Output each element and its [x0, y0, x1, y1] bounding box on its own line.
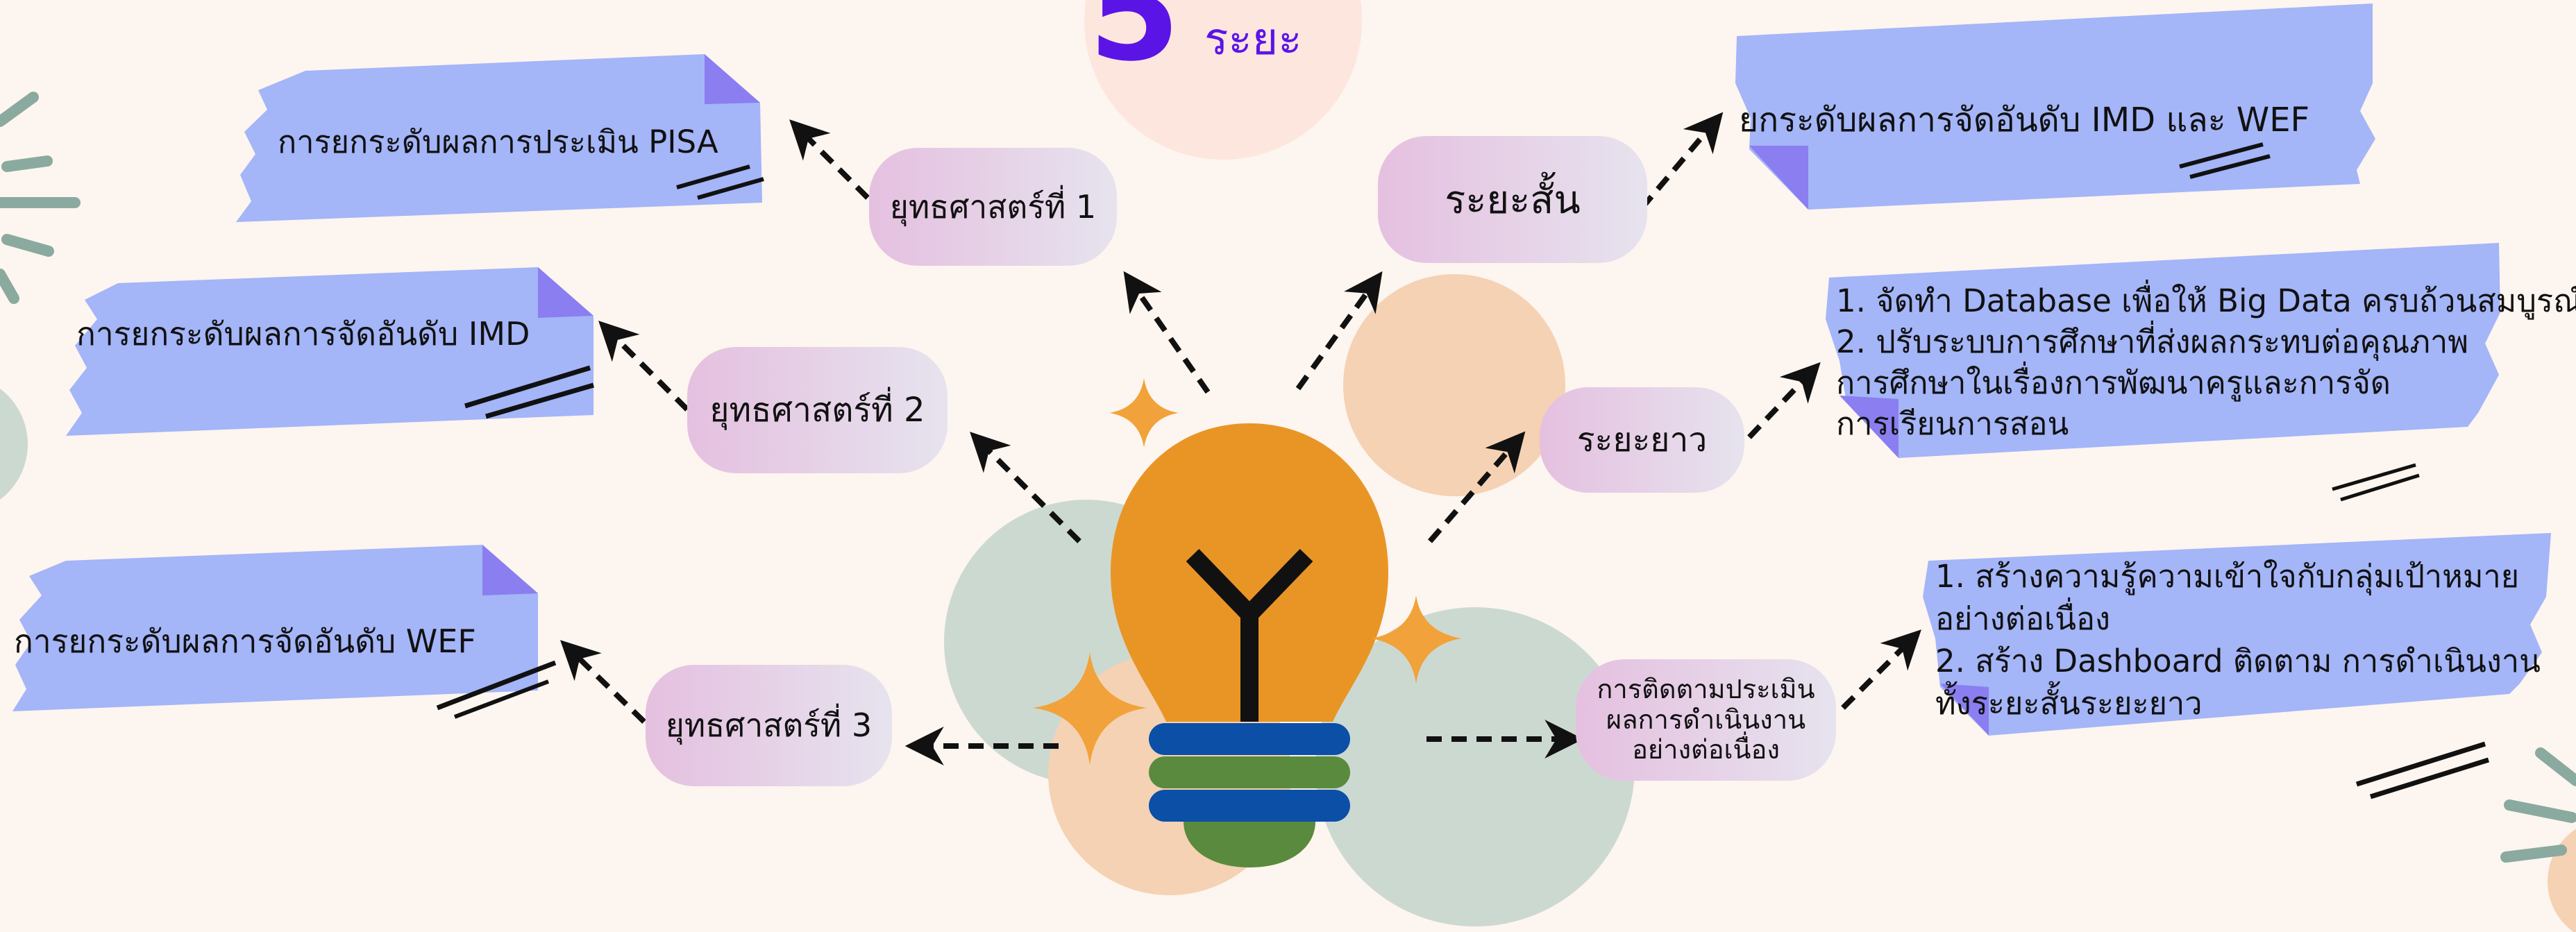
monitoring-item: 1. สร้างความรู้ความเข้าใจกับกลุ่มเป้าหมา… [1935, 558, 2520, 595]
monitoring-list: 1. สร้างความรู้ความเข้าใจกับกลุ่มเป้าหมา… [1935, 555, 2541, 725]
arrows [559, 112, 1921, 765]
short-term-label: ระยะสั้น [1445, 178, 1581, 223]
paper-note-long-term [1826, 243, 2500, 502]
arrow-icon [789, 119, 870, 200]
strategy-3-label: ยุทธศาสตร์ที่ 3 [665, 706, 873, 744]
monitoring-item: ทั้งระยะสั้นระยะยาว [1935, 685, 2203, 722]
bg-circle-sage-right [1315, 607, 1635, 926]
paper-note-pisa [236, 54, 764, 222]
sparkle-icon [1033, 652, 1147, 765]
long-term-node: ระยะยาว [1540, 387, 1744, 493]
long-term-item: การศึกษาในเรื่องการพัฒนาครูและการจัด [1836, 364, 2391, 401]
goal-imd-text: การยกระดับผลการจัดอันดับ IMD [76, 315, 530, 353]
arrow-icon [598, 321, 689, 412]
arrow-icon [1427, 431, 1526, 543]
paper-note-short-term [1735, 3, 2375, 210]
bg-circle-title [1084, 0, 1362, 160]
short-term-goal-text: ยกระดับผลการจัดอันดับ IMD และ WEF [1739, 101, 2310, 139]
title-label: ระยะ [1204, 14, 1302, 65]
strategy-2-label: ยุทธศาสตร์ที่ 2 [709, 391, 925, 430]
monitoring-item: 2. สร้าง Dashboard ติดตาม การดำเนินงาน [1935, 643, 2541, 679]
bg-circle-peach-right [1343, 274, 1565, 496]
title-number: 5 [1088, 0, 1180, 90]
goal-pisa-text: การยกระดับผลการประเมิน PISA [278, 124, 718, 160]
long-term-item: 2. ปรับระบบการศึกษาที่ส่งผลกระทบต่อคุณภา… [1836, 323, 2468, 360]
sparkle-icon [1109, 378, 1179, 448]
strategy-2-node: ยุทธศาสตร์ที่ 2 [687, 347, 948, 473]
long-term-item: การเรียนการสอน [1836, 405, 2069, 442]
paper-note-wef [12, 545, 557, 719]
monitoring-label: การติดตามประเมินผลการดำเนินงานอย่างต่อเน… [1597, 673, 1815, 765]
arrow-icon [1747, 362, 1821, 439]
strategy-1-label: ยุทธศาสตร์ที่ 1 [889, 187, 1097, 226]
burst-icon [2500, 747, 2576, 863]
bg-circle-peach-corner [2548, 829, 2576, 932]
bg-circle-left-edge [0, 389, 28, 500]
monitoring-node: การติดตามประเมินผลการดำเนินงานอย่างต่อเน… [1576, 659, 1836, 781]
paper-note-imd [66, 267, 594, 436]
arrow-icon [1841, 629, 1921, 710]
burst-icon [0, 92, 81, 304]
arrow-icon [559, 640, 646, 724]
long-term-list: 1. จัดทำ Database เพื่อให้ Big Data ครบถ… [1836, 280, 2576, 444]
arrow-icon [1123, 271, 1211, 394]
arrow-icon [1295, 271, 1383, 391]
short-term-node: ระยะสั้น [1378, 136, 1647, 263]
long-term-item: 1. จัดทำ Database เพื่อให้ Big Data ครบถ… [1836, 282, 2576, 319]
goal-wef-text: การยกระดับผลการจัดอันดับ WEF [14, 622, 476, 660]
strategy-1-node: ยุทธศาสตร์ที่ 1 [869, 148, 1117, 266]
arrow-icon [1639, 112, 1724, 210]
lightbulb-icon [1111, 423, 1388, 867]
monitoring-item: อย่างต่อเนื่อง [1935, 600, 2111, 637]
sparkle-icon [1371, 595, 1461, 684]
paper-note-monitoring [1923, 533, 2551, 799]
long-term-label: ระยะยาว [1576, 421, 1708, 459]
strategy-3-node: ยุทธศาสตร์ที่ 3 [646, 665, 892, 786]
